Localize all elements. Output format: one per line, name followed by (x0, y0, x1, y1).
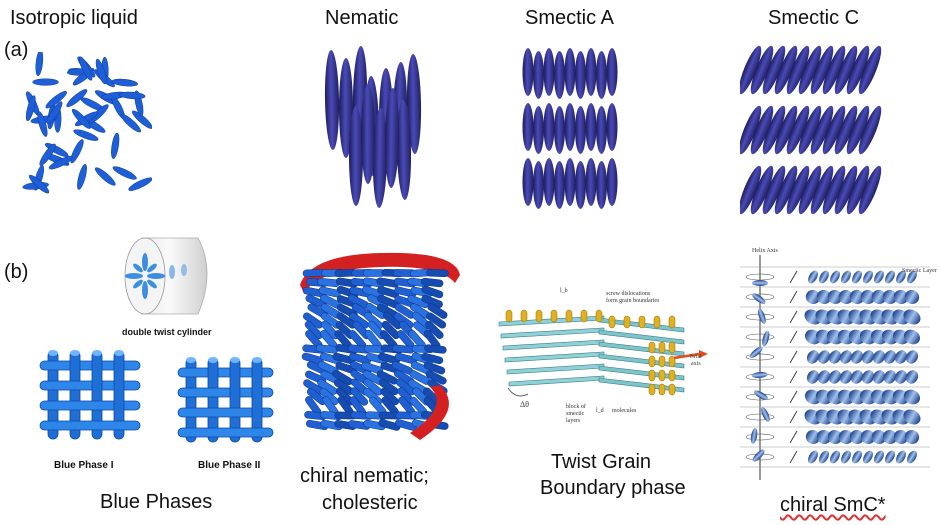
smectic-c-illustration (740, 40, 885, 220)
isotropic-liquid-illustration (22, 52, 152, 202)
tgb-annotation-block1: block of (566, 404, 586, 410)
blue-phase-2-label: Blue Phase II (198, 460, 261, 471)
cholesteric-illustration (290, 235, 470, 445)
tgb-caption-line1: Twist Grain (551, 451, 652, 473)
tgb-annotation-lb: l_b (560, 288, 568, 294)
smectic-a-illustration (520, 42, 620, 212)
nematic-illustration (320, 38, 430, 213)
blue-phases-caption: Blue Phases (100, 491, 213, 513)
tgb-annotation-ld: l_d (596, 408, 604, 414)
blue-phase-2-illustration (170, 352, 280, 447)
tgb-annotation-twist: twist (690, 354, 702, 360)
cholesteric-caption-line2: cholesteric (322, 492, 418, 514)
title-isotropic-liquid: Isotropic liquid (10, 7, 138, 29)
title-smectic-a: Smectic A (525, 7, 614, 29)
tgb-caption-line2: Boundary phase (540, 477, 686, 499)
double-twist-cylinder-label: double twist cylinder (122, 327, 212, 337)
tgb-annotation-grain: form grain boundaries (606, 298, 660, 304)
smc-star-illustration (735, 245, 935, 485)
tgb-annotation-dtheta: Δθ (520, 400, 529, 409)
title-nematic: Nematic (325, 7, 399, 29)
title-smectic-c: Smectic C (768, 7, 860, 29)
tgb-annotation-block2: smectic (566, 411, 585, 417)
panel-marker-b: (b) (4, 261, 29, 283)
double-twist-cylinder-illustration (112, 232, 222, 324)
tgb-annotation-molecules: molecules (612, 408, 637, 414)
smc-star-helix-axis-label: Helix Axis (752, 248, 778, 254)
tgb-annotation-screw: screw dislocations (606, 291, 651, 297)
tgb-illustration (494, 282, 714, 427)
cholesteric-caption-line1: chiral nematic; (300, 465, 429, 487)
smc-star-caption: chiral SmC* (780, 495, 886, 515)
smc-star-smectic-layer-label: Smectic Layer (902, 268, 937, 274)
blue-phase-1-illustration (30, 345, 145, 445)
smc-star-caption-text: chiral SmC* (780, 494, 886, 516)
panel-marker-a: (a) (4, 39, 29, 61)
tgb-annotation-axis: axis (691, 361, 701, 367)
blue-phase-1-label: Blue Phase I (54, 460, 114, 471)
tgb-annotation-block3: layers (566, 418, 581, 424)
